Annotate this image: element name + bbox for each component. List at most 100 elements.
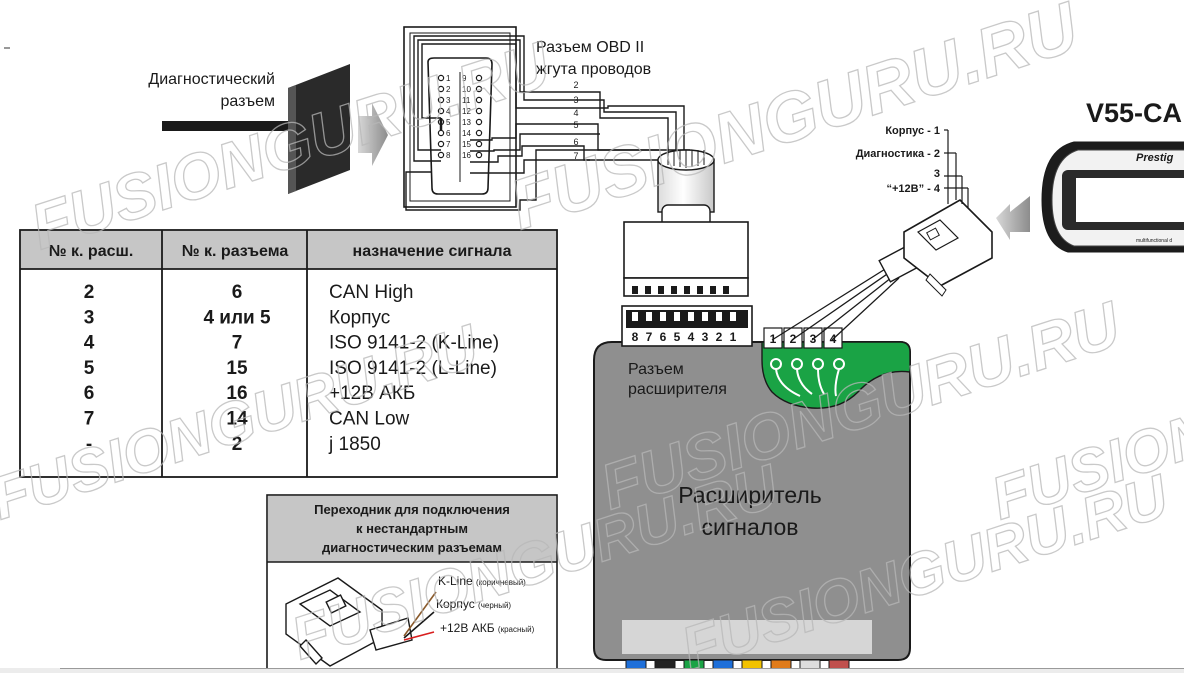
rj-pin-number: 3 xyxy=(702,330,709,344)
obd-pin-11 xyxy=(475,96,483,104)
device-plug: Корпус - 1 Диагностика - 2 3 “+12В” - 4 xyxy=(856,125,1030,297)
obd-pin-label: 3 xyxy=(446,96,451,105)
obd-pin-1 xyxy=(437,74,445,82)
obd-pin-15 xyxy=(475,140,483,148)
expander-label-plate xyxy=(622,620,872,654)
table-cell-signal: +12В АКБ xyxy=(329,383,415,404)
table-cell-expander-pin: - xyxy=(86,434,92,455)
table-cell-signal: ISO 9141-2 (L-Line) xyxy=(329,358,497,379)
watermark-text: FUSIONGURU.RU xyxy=(501,0,1089,244)
wire-number: 6 xyxy=(573,137,578,147)
obd-pin-13 xyxy=(475,118,483,126)
expander-name-2: сигналов xyxy=(702,514,799,540)
obd-pin-2 xyxy=(437,85,445,93)
table-cell-expander-pin: 3 xyxy=(84,307,95,328)
adapter-title-2: к нестандартным xyxy=(356,521,468,536)
table-cell-connector-pin: 4 или 5 xyxy=(203,307,271,328)
table-cell-expander-pin: 5 xyxy=(84,358,95,379)
bottom-scroll-strip xyxy=(0,668,1184,673)
rj-pin-number: 1 xyxy=(730,330,737,344)
rj-pin-number: 5 xyxy=(674,330,681,344)
obd-pin-label: 8 xyxy=(446,151,451,160)
obd-pin-label: 14 xyxy=(462,129,471,138)
diagnostic-connector: Диагностический разъем xyxy=(148,64,388,194)
wire-number: 4 xyxy=(573,108,578,118)
adapter-wire-name: K-Line xyxy=(438,574,476,588)
obd-connector: Разъем OBD II жгута проводов 12345678910… xyxy=(403,26,690,211)
table-cell-connector-pin: 2 xyxy=(232,434,243,455)
obd-pin-label: 9 xyxy=(462,74,467,83)
device-brand: Prestig xyxy=(1136,152,1174,164)
table-cell-signal: CAN Low xyxy=(329,409,410,430)
wire-number: 7 xyxy=(573,151,578,161)
adapter-wire-color: (красный) xyxy=(498,625,535,634)
expander-connector-label-2: расширителя xyxy=(628,381,727,398)
adapter-wire-name: Корпус xyxy=(436,597,478,611)
device-pin-label: “+12В” - 4 xyxy=(887,183,941,195)
device-pin-label: Диагностика - 2 xyxy=(856,148,940,160)
obd-pin-6 xyxy=(437,129,445,137)
obd-pin-4 xyxy=(437,107,445,115)
adapter-wire-color: (коричневый) xyxy=(476,578,526,587)
obd-label-2: жгута проводов xyxy=(536,61,651,78)
diag-plug-body xyxy=(288,64,350,194)
table-cell-expander-pin: 4 xyxy=(84,333,95,354)
wire-number: 2 xyxy=(573,80,578,90)
rj-pin-number: 7 xyxy=(646,330,653,344)
adapter-plug xyxy=(285,577,413,667)
wire-numbers: 2 3 4 5 6 7 xyxy=(573,80,578,161)
device-pin-labels: Корпус - 1 Диагностика - 2 3 “+12В” - 4 xyxy=(856,125,941,195)
obd-label-1: Разъем OBD II xyxy=(536,39,644,56)
obd-pin-label: 2 xyxy=(446,85,451,94)
adapter-title-1: Переходник для подключения xyxy=(314,502,510,517)
table-cell-expander-pin: 7 xyxy=(84,409,95,430)
rj-pin-number: 4 xyxy=(688,330,695,344)
diag-plug-shaft xyxy=(162,121,296,131)
expander-name-1: Расширитель xyxy=(678,482,822,508)
adapter-box: Переходник для подключения к нестандартн… xyxy=(266,494,558,673)
obd-pin-label: 4 xyxy=(446,107,451,116)
table-cell-connector-pin: 15 xyxy=(226,358,248,379)
table-header-cell: назначение сигнала xyxy=(353,243,512,260)
arrow-device-icon xyxy=(996,196,1030,240)
device-title: V55-CA xyxy=(1086,98,1182,128)
table-cell-signal: Корпус xyxy=(329,307,390,328)
obd-pin-label: 15 xyxy=(462,140,471,149)
obd-pin-label: 12 xyxy=(462,107,471,116)
rj-pin-number: 2 xyxy=(716,330,723,344)
device-pin-label: Корпус - 1 xyxy=(885,125,940,137)
device-pin-label: 3 xyxy=(934,168,940,180)
obd-pin-label: 10 xyxy=(462,85,471,94)
table-cell-signal: CAN High xyxy=(329,282,413,303)
obd-pin-9 xyxy=(475,74,483,82)
rj-pin-number: 6 xyxy=(660,330,667,344)
table-row: - 2 j 1850 xyxy=(86,434,381,455)
obd-pin-label: 1 xyxy=(446,74,451,83)
adapter-wire-name: +12В АКБ xyxy=(440,621,498,635)
diag-connector-label-1: Диагностический xyxy=(148,71,275,88)
wire-number: 3 xyxy=(573,95,578,105)
table-cell-signal: j 1850 xyxy=(328,434,381,455)
obd-pin-3 xyxy=(437,96,445,104)
obd-pin-label: 16 xyxy=(462,151,471,160)
table-cell-connector-pin: 6 xyxy=(232,282,243,303)
obd-pin-7 xyxy=(437,140,445,148)
adapter-wire-label: +12В АКБ (красный) xyxy=(440,621,535,635)
expander-connector-label-1: Разъем xyxy=(628,361,684,378)
adapter-wire-label: Корпус (черный) xyxy=(436,597,511,611)
table-row: 5 15 ISO 9141-2 (L-Line) xyxy=(84,358,497,379)
device-unit: V55-CA Prestig multifunctional d xyxy=(1041,98,1184,253)
wire-number: 5 xyxy=(573,120,578,130)
obd-pin-14 xyxy=(475,129,483,137)
table-cell-connector-pin: 7 xyxy=(232,333,243,354)
table-cell-expander-pin: 2 xyxy=(84,282,95,303)
table-cell-connector-pin: 16 xyxy=(226,383,247,404)
obd-pin-8 xyxy=(437,151,445,159)
